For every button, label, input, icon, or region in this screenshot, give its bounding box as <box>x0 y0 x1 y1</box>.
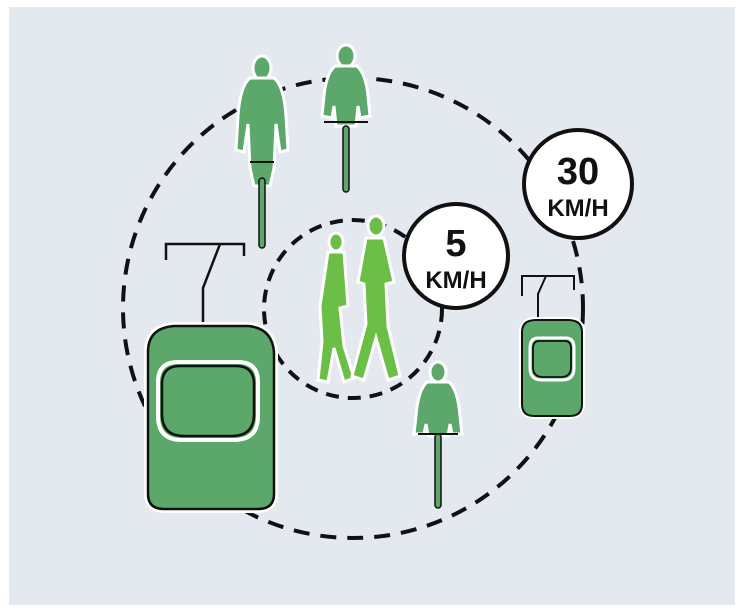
cyclist-icon <box>412 360 464 509</box>
outer-speed-value: 30 <box>557 151 599 193</box>
outer-speed-badge: 30 KM/H <box>522 128 634 240</box>
tram-large-icon <box>144 242 278 513</box>
pedestrians-icon <box>316 214 402 385</box>
cyclist-icon <box>320 43 372 193</box>
inner-speed-unit: KM/H <box>425 267 486 294</box>
tram-small-icon <box>519 275 585 419</box>
outer-speed-unit: KM/H <box>547 195 608 222</box>
inner-speed-badge: 5 KM/H <box>402 202 510 310</box>
inner-speed-zone-ring <box>262 218 444 400</box>
cyclist-icon <box>234 54 290 249</box>
speed-zone-diagram: 5 KM/H 30 KM/H <box>8 6 736 606</box>
inner-speed-value: 5 <box>445 223 466 265</box>
